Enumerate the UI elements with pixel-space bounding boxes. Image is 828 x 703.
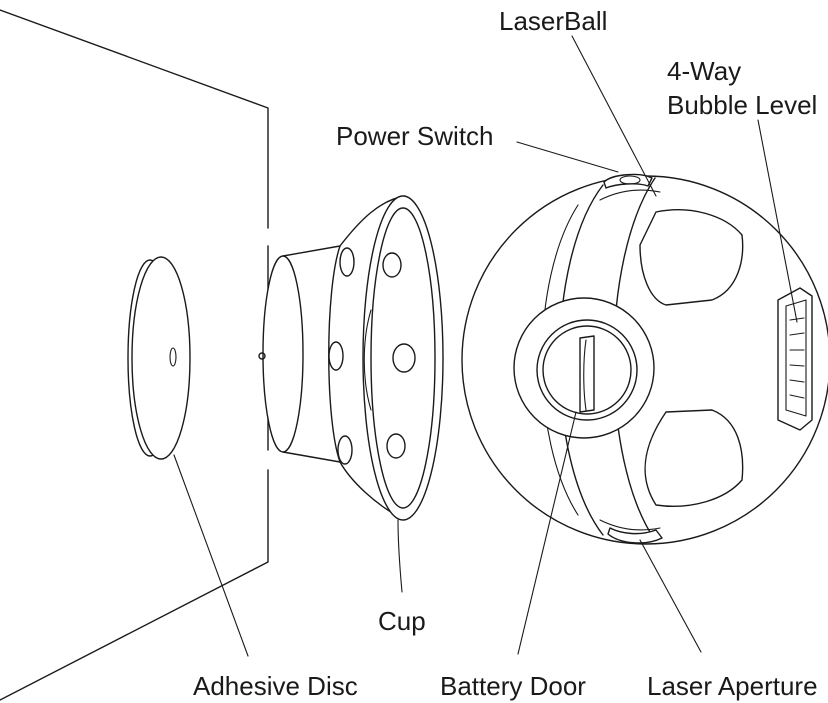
label-power-switch: Power Switch [336, 121, 494, 151]
laserball [461, 173, 828, 545]
label-adhesive-disc: Adhesive Disc [193, 671, 358, 701]
label-laserball: LaserBall [499, 6, 608, 36]
label-bubble-level-line2: Bubble Level [667, 90, 818, 120]
label-bubble-level-line1: 4-Way [667, 56, 742, 86]
label-laser-aperture: Laser Aperture [647, 671, 818, 701]
label-cup: Cup [378, 606, 426, 636]
leader-lines [173, 35, 798, 657]
cup [258, 195, 444, 521]
label-battery-door: Battery Door [440, 671, 586, 701]
adhesive-disc [127, 256, 191, 460]
